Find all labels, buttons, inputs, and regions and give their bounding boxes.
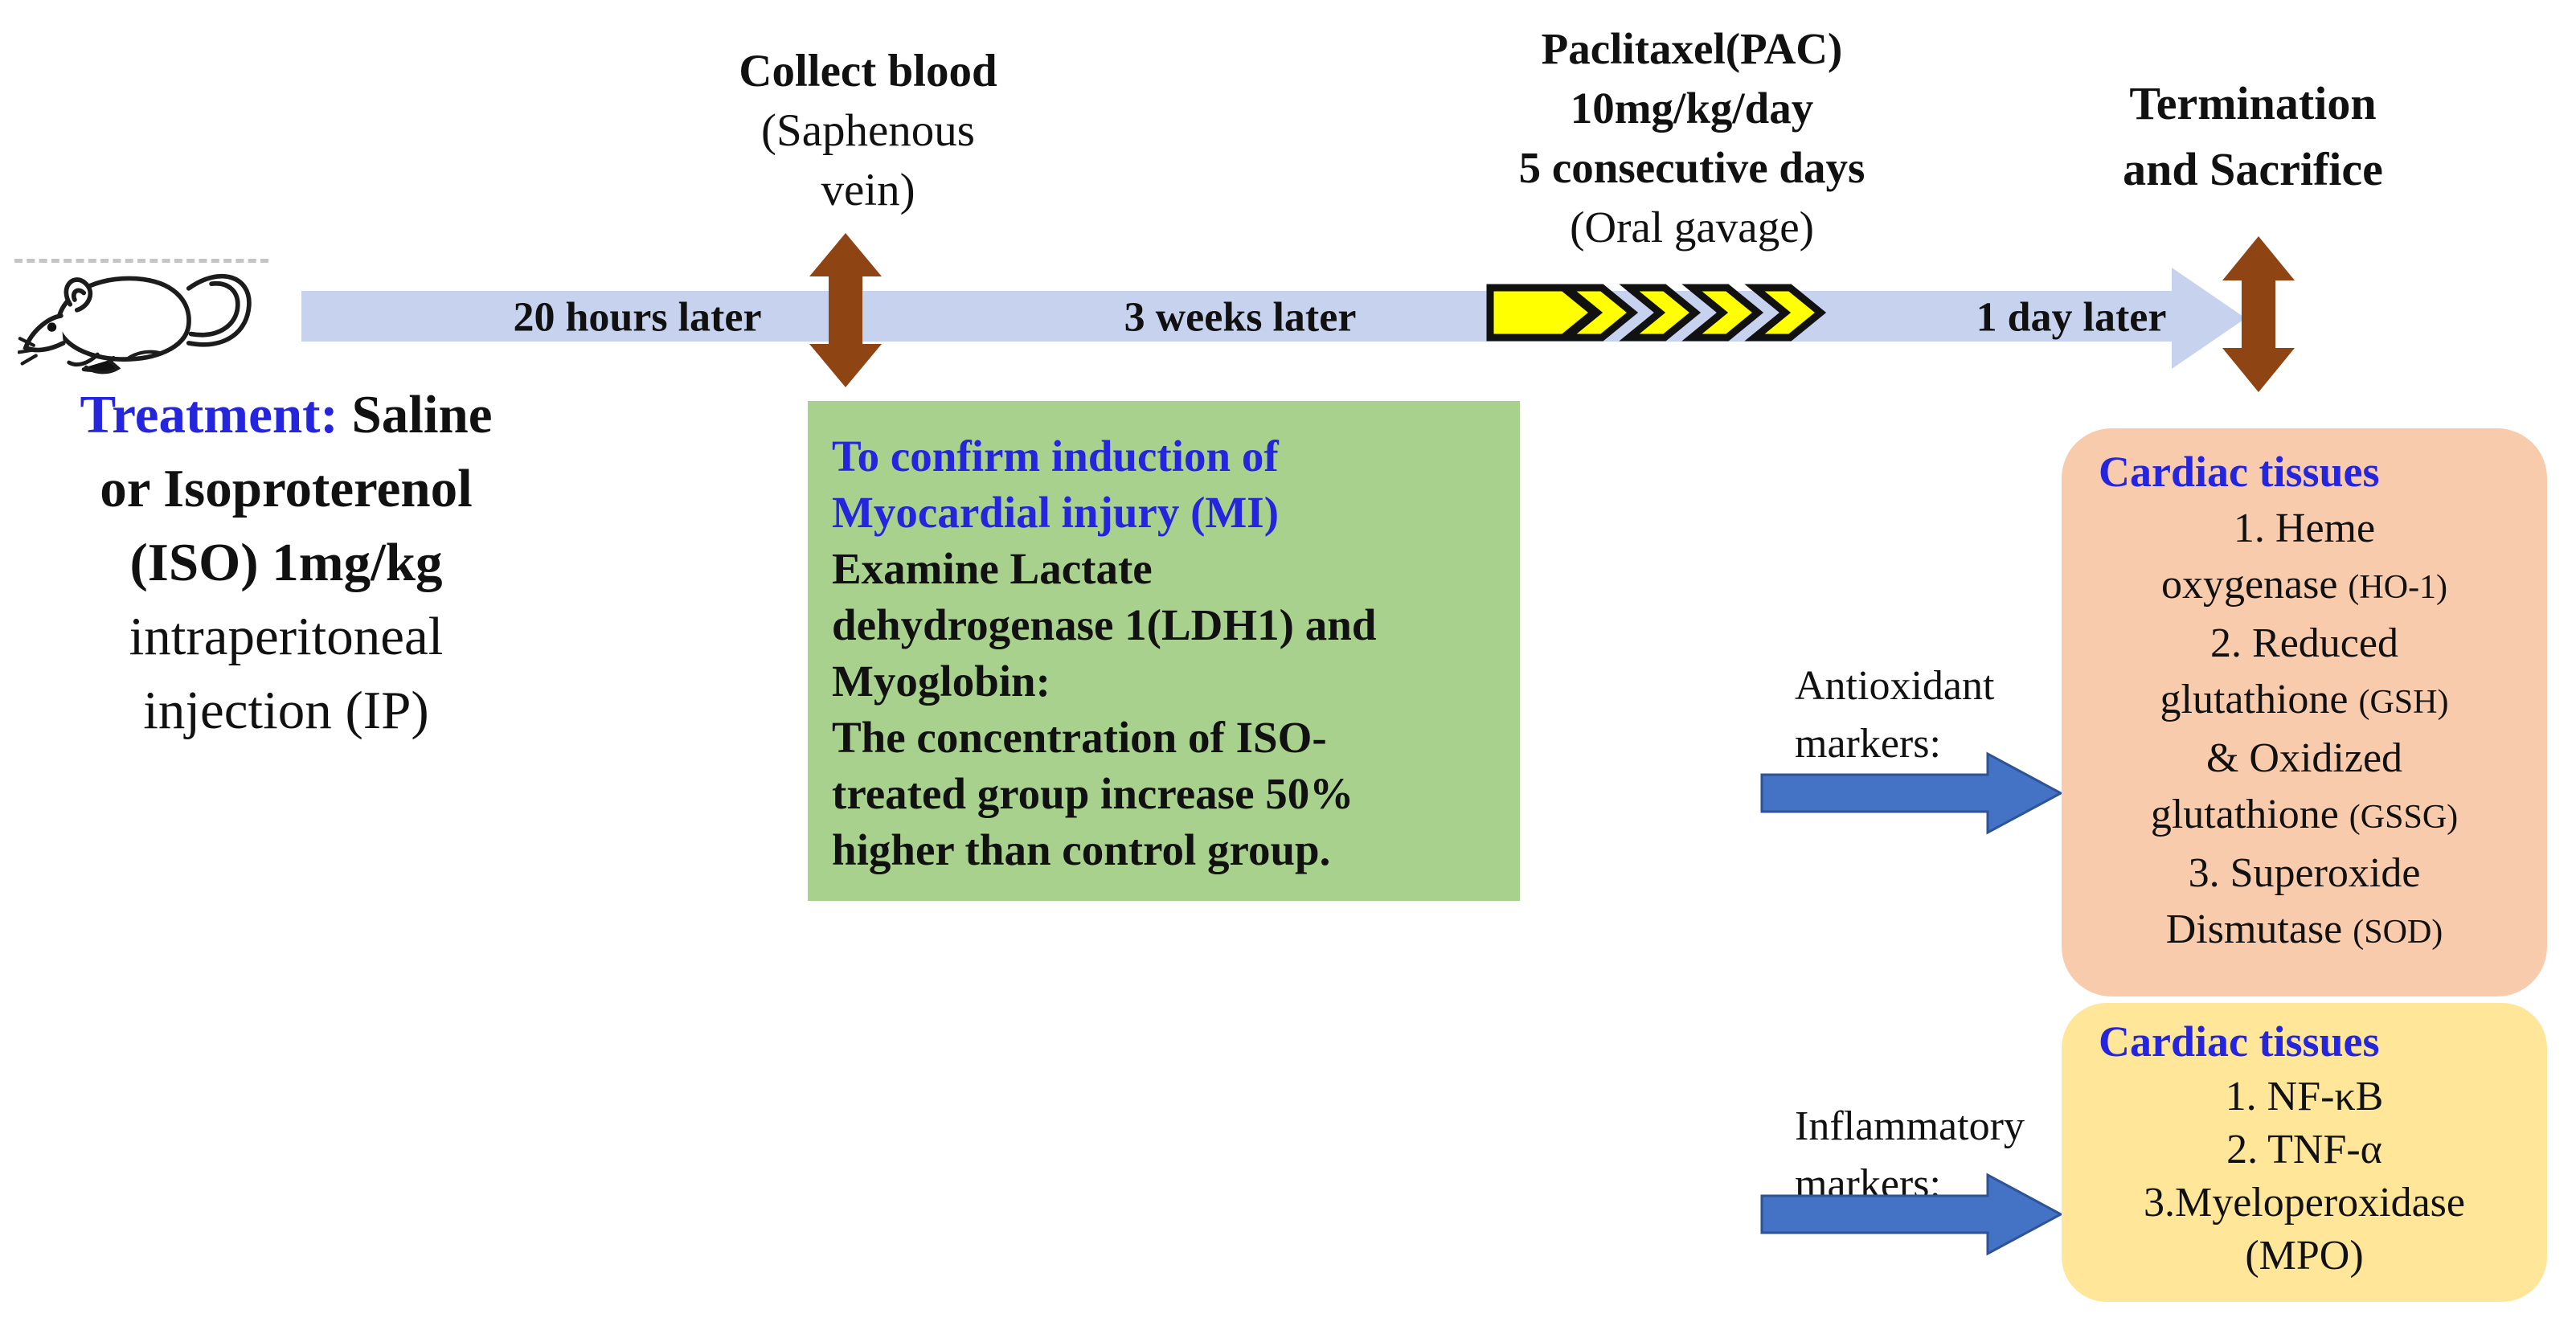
collect-blood-line3: vein) [821, 165, 915, 215]
box-line: glutathione (GSSG) [2150, 792, 2459, 837]
inflammatory-box-title: Cardiac tissues [2099, 1017, 2380, 1066]
box-line: 2. Reduced [2210, 620, 2398, 666]
timeline-bar [301, 291, 2174, 342]
mi-confirmation-box: To confirm induction of Myocardial injur… [808, 401, 1520, 901]
collect-blood-line2: (Saphenous [761, 105, 975, 156]
inflammatory-box-list: 1. NF-κB 2. TNF-α 3.Myeloperoxidase (MPO… [2062, 1070, 2547, 1283]
paclitaxel-line1: Paclitaxel(PAC) [1541, 24, 1843, 73]
paclitaxel-line4: (Oral gavage) [1570, 203, 1814, 252]
dashed-guide-line [14, 259, 268, 263]
mi-box-body-line3: Myoglobin: [832, 657, 1050, 706]
box-line: & Oxidized [2205, 735, 2403, 781]
sacrifice-arrow-icon [2221, 235, 2296, 394]
mi-box-blue-line2: Myocardial injury (MI) [832, 488, 1280, 537]
timeline-label-20-hours: 20 hours later [513, 294, 762, 341]
mi-box-body-line1: Examine Lactate [832, 544, 1153, 593]
treatment-text: Treatment: Saline or Isoproterenol (ISO)… [0, 378, 572, 747]
paclitaxel-dosing-chevrons-icon [1473, 282, 1837, 343]
mi-box-body-line2: dehydrogenase 1(LDH1) and [832, 600, 1377, 649]
inflammatory-arrow-icon [1760, 1172, 2064, 1257]
timeline-label-1-day: 1 day later [1976, 294, 2167, 341]
antioxidant-label-line1: Antioxidant [1795, 663, 1995, 709]
paclitaxel-line3: 5 consecutive days [1518, 143, 1865, 192]
paclitaxel-line2: 10mg/kg/day [1570, 84, 1814, 133]
inflammatory-label-line1: Inflammatory [1795, 1103, 2025, 1149]
rat-illustration [18, 274, 252, 374]
antioxidant-markers-label: Antioxidant markers: [1795, 657, 2084, 773]
antioxidant-arrow-icon [1760, 751, 2064, 836]
mi-box-body-line6: higher than control group. [832, 825, 1331, 874]
inflammatory-results-box: Cardiac tissues 1. NF-κB 2. TNF-α 3.Myel… [2062, 1003, 2547, 1302]
treatment-line2: or Isoproterenol [100, 459, 473, 518]
treatment-line1: Treatment: Saline [0, 378, 572, 452]
box-line: glutathione (GSH) [2160, 677, 2449, 722]
mi-box-blue-line1: To confirm induction of [832, 432, 1279, 481]
collect-blood-line1: Collect blood [739, 46, 997, 96]
treatment-line5: injection (IP) [143, 681, 429, 740]
rat-icon [18, 257, 268, 386]
box-line: oxygenase (HO-1) [2160, 562, 2448, 608]
box-line: 1. Heme [2233, 505, 2376, 551]
blood-collection-arrow-icon [808, 231, 883, 389]
paclitaxel-annotation: Paclitaxel(PAC) 10mg/kg/day 5 consecutiv… [1471, 19, 1913, 257]
termination-annotation: Termination and Sacrifice [2056, 71, 2450, 203]
antioxidant-box-list: 1. Heme oxygenase (HO-1) 2. Reduced glutath… [2062, 501, 2547, 960]
inflammatory-item: 2. TNF-α [2226, 1127, 2382, 1172]
inflammatory-item: 3.Myeloperoxidase [2143, 1180, 2465, 1226]
treatment-line1-rest: Saline [338, 385, 493, 444]
mi-box-body-line5: treated group increase 50% [832, 769, 1354, 818]
treatment-line3: (ISO) 1mg/kg [129, 533, 443, 592]
termination-line1: Termination [2129, 77, 2377, 129]
timeline-arrowhead-icon [2172, 268, 2246, 369]
mi-box-body-line4: The concentration of ISO- [832, 713, 1327, 762]
inflammatory-item: (MPO) [2245, 1233, 2364, 1279]
timeline-label-3-weeks: 3 weeks later [1124, 294, 1357, 341]
collect-blood-annotation: Collect blood (Saphenous vein) [706, 42, 1030, 220]
antioxidant-box-title: Cardiac tissues [2099, 448, 2380, 496]
treatment-line4: intraperitoneal [129, 607, 444, 666]
antioxidant-results-box: Cardiac tissues 1. Heme oxygenase (HO-1) 2… [2062, 428, 2547, 996]
box-line: 3. Superoxide [2188, 850, 2421, 896]
box-line: Dismutase (SOD) [2165, 906, 2443, 952]
antioxidant-label-line2: markers: [1795, 721, 1941, 767]
treatment-label: Treatment: [80, 385, 338, 444]
termination-line2: and Sacrifice [2123, 143, 2383, 195]
inflammatory-item: 1. NF-κB [2225, 1074, 2384, 1119]
